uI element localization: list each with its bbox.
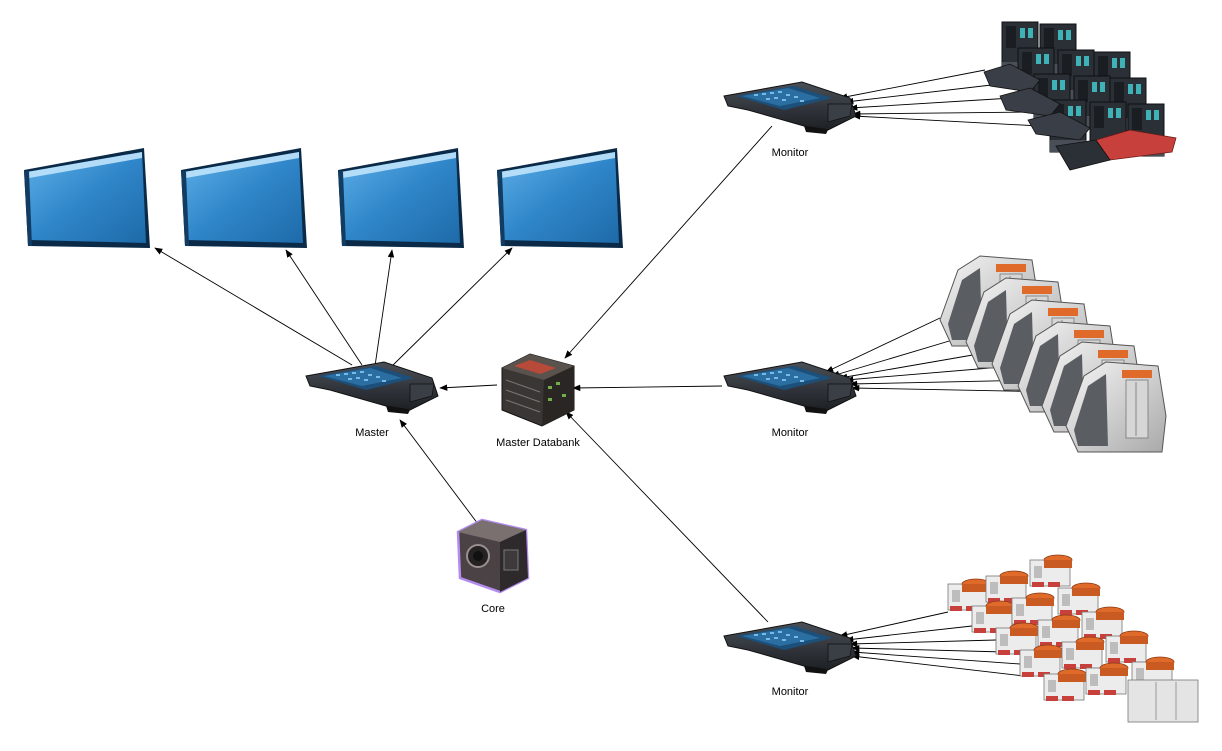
computer-console-icon (723, 361, 857, 415)
connection-arrows (154, 69, 1063, 677)
master-databank-label: Master Databank (496, 437, 580, 449)
arrow-master-to-screen-4 (389, 247, 513, 369)
arrow-monitor-top-to-databank (564, 125, 773, 359)
arrow-monitor-bottom-to-databank (565, 411, 769, 623)
monitor-mid-label: Monitor (772, 427, 809, 439)
master-databank-node: Master Databank (496, 353, 580, 449)
orange-capped-machine-icon (947, 554, 1199, 723)
flat-screen-icon (497, 148, 623, 248)
monitor-mid-node: Monitor (723, 361, 857, 439)
flat-screen-icon (338, 148, 464, 248)
computer-console-icon (305, 361, 439, 415)
master-label: Master (355, 427, 389, 439)
dark-factory-machine-icon (983, 21, 1177, 171)
arrow-core-to-master (399, 419, 479, 525)
core-label: Core (481, 603, 505, 615)
monitor-bottom-node: Monitor (723, 621, 857, 698)
computer-console-icon (723, 81, 857, 135)
arrow-master-to-screen-1 (154, 247, 353, 366)
arrow-databank-to-master (439, 384, 498, 391)
flat-screen-icon (181, 148, 307, 248)
databank-cube-icon (501, 353, 575, 427)
screen-group (24, 148, 623, 248)
monitor-bottom-label: Monitor (772, 686, 809, 698)
monitor-top-node: Monitor (723, 81, 857, 159)
arrow-master-to-screen-3 (374, 249, 395, 367)
arrow-monitor-mid-to-databank (572, 384, 723, 392)
master-node: Master (305, 361, 439, 439)
flat-screen-icon (24, 148, 150, 248)
arrow-master-to-screen-2 (285, 249, 363, 366)
core-node: Core (456, 518, 530, 615)
computer-console-icon (723, 621, 857, 675)
monitor-top-label: Monitor (772, 147, 809, 159)
core-cube-icon (456, 518, 530, 594)
white-assembler-machine-icon (939, 255, 1167, 453)
